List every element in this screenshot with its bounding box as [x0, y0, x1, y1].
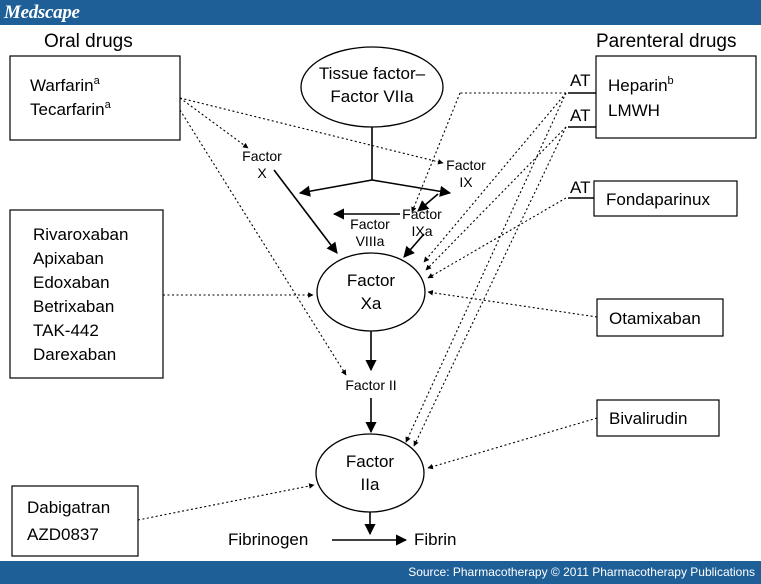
svg-text:Heparinb: Heparinb — [608, 75, 674, 95]
tecarfarin-label: Tecarfarin — [30, 100, 105, 119]
svg-text:Tecarfarina: Tecarfarina — [30, 99, 112, 119]
at-label-lmwh: AT — [570, 106, 590, 125]
at-label-fondaparinux: AT — [570, 178, 590, 197]
tissue-factor-node: Tissue factor– Factor VIIa — [300, 46, 444, 128]
pathway-arrows — [273, 127, 452, 546]
warfarin-label: Warfarin — [30, 76, 94, 95]
at-label-heparin: AT — [570, 71, 590, 90]
fondaparinux-label: Fondaparinux — [606, 190, 710, 209]
otamixaban-box: Otamixaban — [596, 298, 724, 337]
medscape-logo: Medscape — [4, 2, 80, 23]
factor-ixa-label-sub: IXa — [411, 223, 432, 239]
svg-text:Factor: Factor — [346, 452, 395, 471]
svg-text:Factor VIIa: Factor VIIa — [330, 87, 414, 106]
footer-bar: Source: Pharmacotherapy © 2011 Pharmacot… — [0, 561, 761, 584]
factor-ii-label: Factor II — [345, 377, 396, 393]
lmwh-label: LMWH — [608, 101, 660, 120]
factor-xa-node: Factor Xa — [316, 252, 426, 332]
factor-x-label-sub: X — [257, 165, 267, 181]
warfarin-box: Warfarina Tecarfarina — [9, 55, 181, 141]
azd0837-label: AZD0837 — [27, 525, 99, 544]
xa-inhibitors-box: Rivaroxaban Apixaban Edoxaban Betrixaban… — [9, 209, 164, 379]
oral-drugs-heading: Oral drugs — [44, 31, 133, 52]
factor-iia-node: Factor IIa — [315, 433, 425, 513]
dabigatran-label: Dabigatran — [27, 498, 110, 517]
source-credit: Source: Pharmacotherapy © 2011 Pharmacot… — [408, 565, 755, 579]
svg-text:Warfarina: Warfarina — [30, 75, 101, 95]
tak-442-label: TAK-442 — [33, 321, 99, 340]
rivaroxaban-label: Rivaroxaban — [33, 225, 128, 244]
betrixaban-label: Betrixaban — [33, 297, 114, 316]
heparin-label: Heparin — [608, 76, 668, 95]
factor-ix-label: Factor — [446, 157, 486, 173]
apixaban-label: Apixaban — [33, 249, 104, 268]
otamixaban-label: Otamixaban — [609, 309, 701, 328]
factor-ix-label-sub: IX — [459, 174, 473, 190]
svg-text:Xa: Xa — [361, 294, 382, 313]
bivalirudin-box: Bivalirudin — [596, 399, 720, 437]
bivalirudin-label: Bivalirudin — [609, 409, 687, 428]
edoxaban-label: Edoxaban — [33, 273, 110, 292]
fibrinogen-label: Fibrinogen — [228, 530, 308, 549]
parenteral-drugs-heading: Parenteral drugs — [596, 31, 736, 52]
factor-viiia-label-sub: VIIIa — [356, 233, 385, 249]
svg-text:IIa: IIa — [361, 475, 380, 494]
fibrin-label: Fibrin — [414, 530, 457, 549]
svg-text:Tissue factor–: Tissue factor– — [319, 64, 426, 83]
fondaparinux-box: Fondaparinux — [593, 180, 738, 217]
dabigatran-box: Dabigatran AZD0837 — [11, 485, 139, 557]
heparin-box: Heparinb LMWH — [595, 55, 757, 139]
inhibition-arrows — [137, 92, 598, 521]
factor-x-label: Factor — [242, 148, 282, 164]
svg-text:Factor: Factor — [347, 271, 396, 290]
header-bar: Medscape — [0, 0, 761, 25]
darexaban-label: Darexaban — [33, 345, 116, 364]
factor-viiia-label: Factor — [350, 216, 390, 232]
